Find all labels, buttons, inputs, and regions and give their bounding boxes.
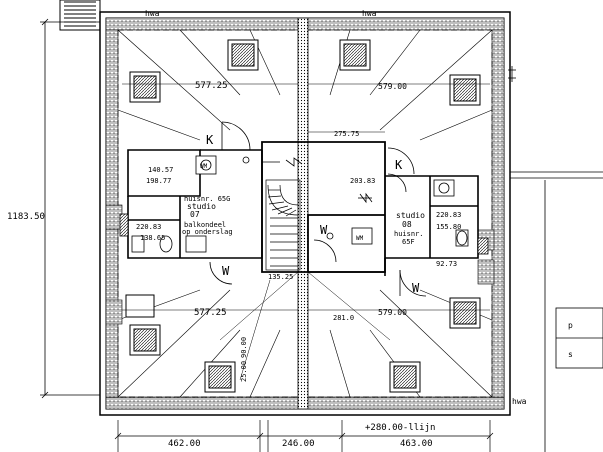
- dim-top-right: 579.00: [378, 82, 407, 91]
- roof-access-hatch: [59, 0, 101, 40]
- s8-dim-d: 92.73: [436, 260, 457, 268]
- s7-dim-d: 138.65: [140, 234, 165, 242]
- skylight: [227, 39, 259, 71]
- lights: [262, 157, 373, 204]
- dim-mid-right: 579.00: [378, 308, 407, 317]
- s8-dim-a: 203.83: [350, 177, 375, 185]
- outer-wall: [99, 11, 511, 416]
- height-dimension-line: [40, 18, 100, 399]
- skylight: [449, 74, 481, 106]
- bottom-dimension-line: [114, 420, 494, 452]
- s8-house: huisnr.: [394, 230, 424, 238]
- dim-mid-center: 281.0: [333, 314, 354, 322]
- skylight: [339, 39, 371, 71]
- stairs: [265, 179, 301, 271]
- roof-label-br: hwa: [512, 397, 527, 406]
- skylight: [129, 324, 161, 356]
- s8-num: 08: [402, 220, 412, 229]
- dim-bottom-right: 463.00: [400, 439, 433, 449]
- v-dim-1: 25.00: [240, 361, 248, 382]
- dim-mid-left: 577.25: [194, 308, 227, 318]
- s7-house: huisnr. 65G: [184, 195, 230, 203]
- skylight: [129, 71, 161, 103]
- w-doors: [209, 239, 427, 297]
- door-k-right: [387, 147, 415, 193]
- dim-top-left: 577.25: [195, 81, 228, 91]
- skylight: [449, 297, 481, 329]
- adjacent-building: [510, 171, 603, 452]
- door-k-left: [221, 121, 251, 151]
- door-k-left-label: K: [206, 133, 214, 147]
- skylight: [204, 361, 236, 393]
- s7-note2: op onderslag: [182, 228, 233, 236]
- s7-note1: balkondeel: [184, 221, 226, 229]
- door-w-2: W: [320, 223, 328, 237]
- stair-width: 135.25: [268, 273, 293, 281]
- s7-num: 07: [190, 210, 200, 219]
- s8-name: studio: [396, 211, 425, 220]
- studio-08-fixtures: [326, 179, 489, 255]
- s7-dim-b: 198.77: [146, 177, 171, 185]
- door-w-1: W: [222, 264, 230, 278]
- s7-washer: WM: [200, 163, 208, 170]
- door-w-3: W: [412, 281, 420, 295]
- roof-label-tl: hwa: [145, 9, 160, 18]
- roof-ridge-lines: [219, 271, 391, 381]
- s8-house2: 65F: [402, 238, 415, 246]
- height-dimension-label: 1183.50: [7, 212, 45, 222]
- s8-washer: WM: [356, 235, 364, 242]
- s7-dim-a: 140.57: [148, 166, 173, 174]
- studio-08-walls: [308, 175, 479, 276]
- v-dim-2: 90.00: [240, 337, 248, 358]
- stair-core: [261, 141, 386, 273]
- studio-07-fixtures: [119, 155, 250, 253]
- s8-dim-c: 155.80: [436, 223, 461, 231]
- s8-dim-b: 220.83: [436, 211, 461, 219]
- door-k-right-label: K: [395, 158, 403, 172]
- dim-bottom-mid: 246.00: [282, 439, 315, 449]
- vent-marks: [508, 66, 516, 82]
- dim-landing: 275.75: [334, 130, 359, 138]
- skylights: [125, 39, 481, 393]
- roof-label-tr: hwa: [362, 9, 377, 18]
- s7-name: studio: [187, 202, 216, 211]
- dim-bottom-left: 462.00: [168, 439, 201, 449]
- legend-s: s: [568, 350, 573, 359]
- skylight: [389, 361, 421, 393]
- legend-p: p: [568, 321, 573, 330]
- dimension-lines: [122, 83, 490, 311]
- level-line: +280.00-llijn: [365, 423, 435, 433]
- central-party-wall: [297, 17, 309, 410]
- skylight: [125, 294, 155, 318]
- s7-dim-c: 220.83: [136, 223, 161, 231]
